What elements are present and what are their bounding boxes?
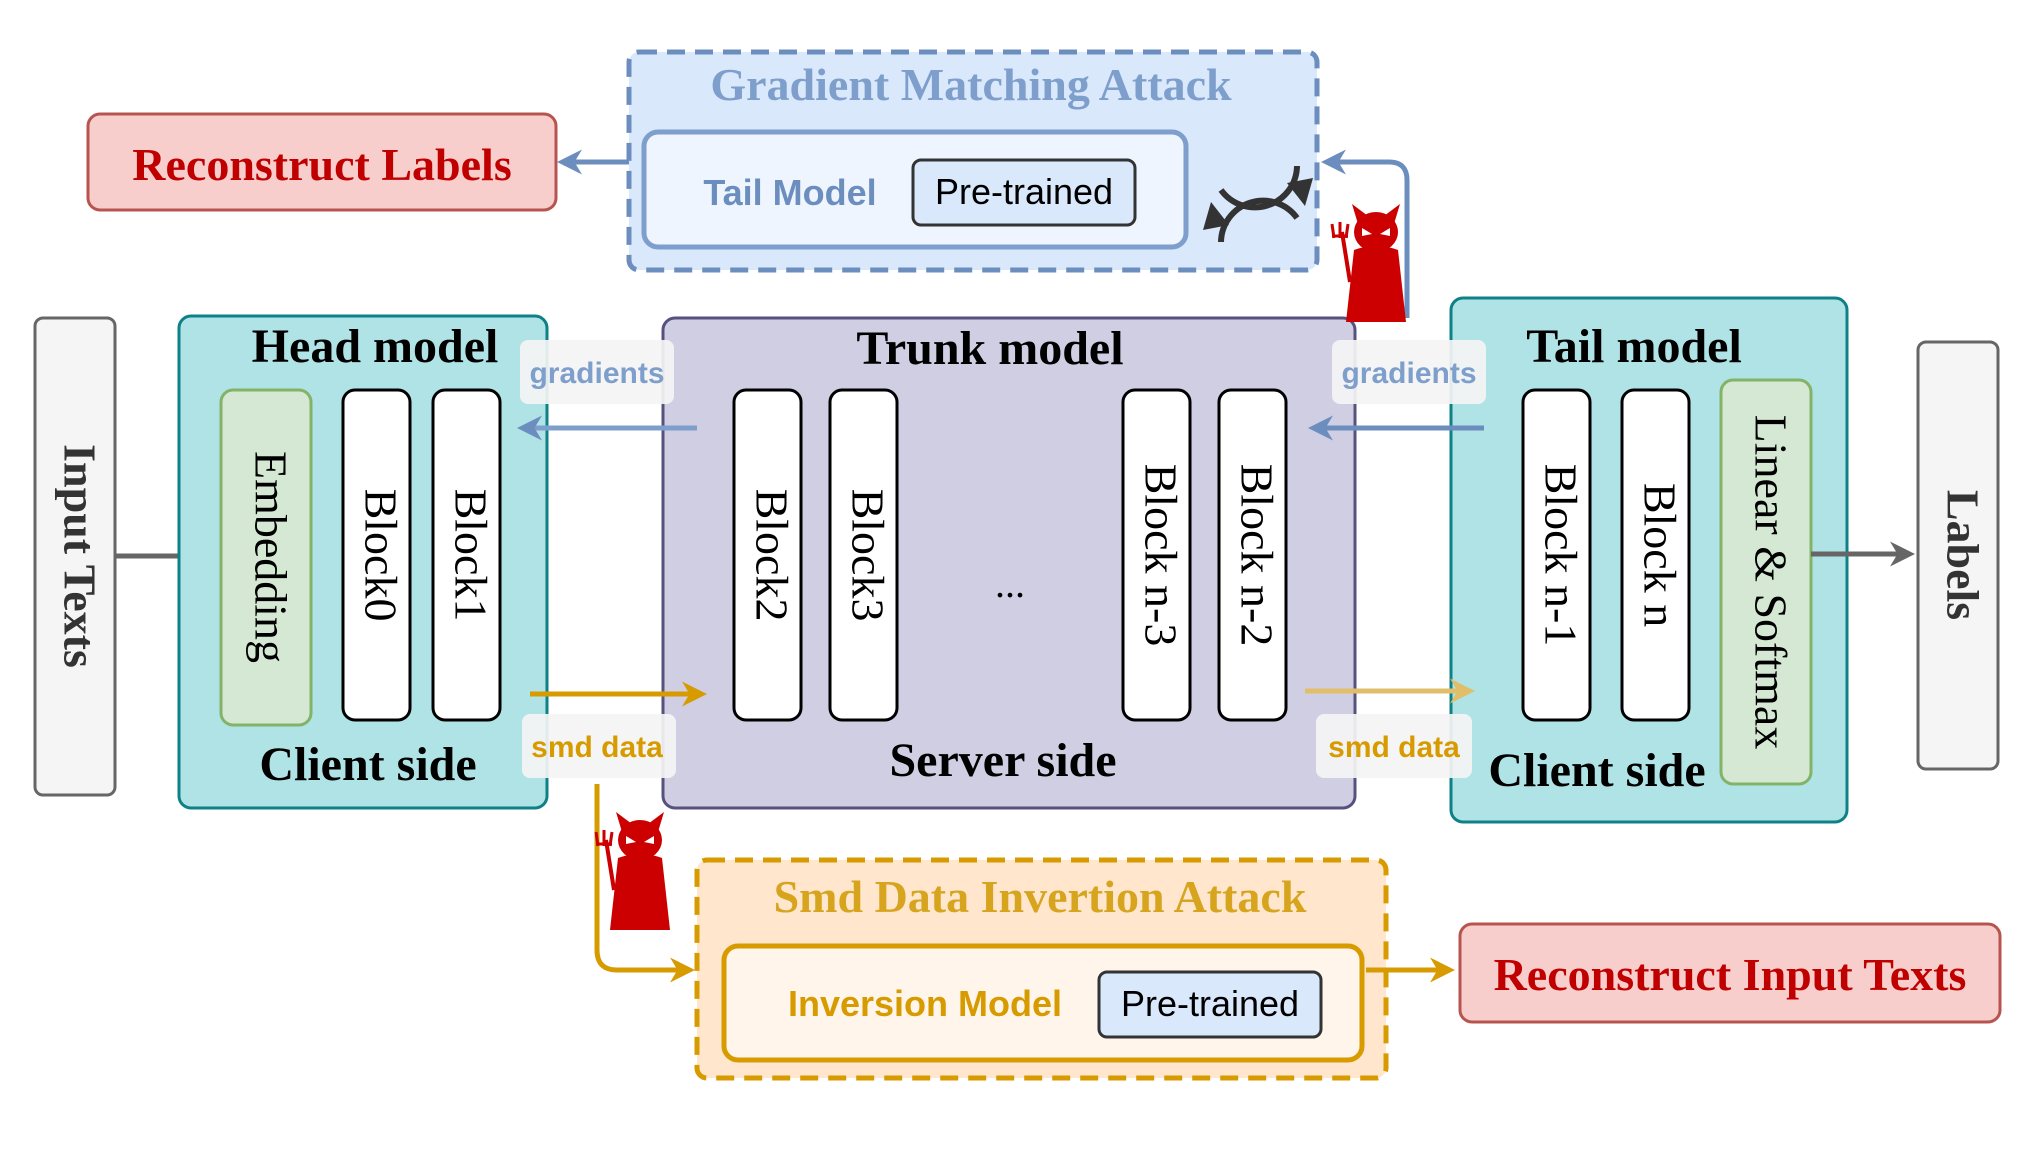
block1-label: Block1 <box>445 489 496 622</box>
tail-model-title: Tail model <box>1526 320 1742 373</box>
block-n-3-label: Block n-3 <box>1135 464 1186 647</box>
refresh-cycle-icon <box>1203 165 1313 243</box>
embedding-block <box>219 388 313 727</box>
labels-text: Labels <box>1937 490 1988 620</box>
server-side-label: Server side <box>889 734 1116 787</box>
head-model-title: Head model <box>252 320 499 373</box>
gradient-pretrained-badge <box>911 158 1137 227</box>
block0-label: Block0 <box>355 489 406 622</box>
gradients-label-right: gradients <box>1341 357 1476 390</box>
linear-softmax-label: Linear & Softmax <box>1745 415 1796 750</box>
reconstruct-labels-text: Reconstruct Labels <box>132 139 511 190</box>
reconstruct-labels-box <box>86 112 558 212</box>
smd-label-left-bg <box>522 714 676 778</box>
smd-intercept-arrow <box>594 784 695 983</box>
reconstruct-input-texts-text: Reconstruct Input Texts <box>1494 949 1967 1000</box>
attacker-devil-icon-smd <box>594 810 672 932</box>
trunk-model-title: Trunk model <box>856 322 1123 375</box>
reconstruct-input-texts-box <box>1458 922 2002 1024</box>
embedding-label: Embedding <box>245 451 296 663</box>
head-client-side-label: Client side <box>259 738 476 791</box>
smd-attack-title: Smd Data Invertion Attack <box>774 871 1307 922</box>
smd-label-right: smd data <box>1328 731 1460 764</box>
block-n-3 <box>1121 388 1192 722</box>
block-n <box>1620 388 1691 722</box>
input-texts-label: Input Texts <box>54 444 105 668</box>
smd-attack-model-label: Inversion Model <box>788 983 1062 1024</box>
block0 <box>341 388 412 722</box>
gradients-label-left-bg <box>520 340 674 404</box>
labels-box <box>1916 340 2000 771</box>
tail-client-side-label: Client side <box>1488 744 1705 797</box>
attacker-devil-icon-gradient <box>1330 202 1408 324</box>
block1 <box>431 388 502 722</box>
block3 <box>828 388 899 722</box>
gradients-label-left: gradients <box>529 357 664 390</box>
gradient-intercept-arrow <box>1321 149 1410 318</box>
block2-label: Block2 <box>746 489 797 622</box>
linear-softmax-block <box>1719 378 1813 786</box>
block-n-1 <box>1521 388 1592 722</box>
block-n-1-label: Block n-1 <box>1535 464 1586 647</box>
block-n-label: Block n <box>1634 483 1685 627</box>
block-n-2 <box>1217 388 1288 722</box>
block-n-2-label: Block n-2 <box>1231 464 1282 647</box>
smd-pretrained-label: Pre-trained <box>1121 983 1299 1024</box>
block2 <box>732 388 803 722</box>
smd-label-right-bg <box>1316 714 1472 778</box>
smd-pretrained-badge <box>1097 970 1323 1039</box>
trunk-ellipsis: ... <box>995 561 1025 606</box>
gradient-attack-title: Gradient Matching Attack <box>710 59 1232 110</box>
gradient-attack-model-label: Tail Model <box>703 172 876 213</box>
gradients-label-right-bg <box>1332 340 1486 404</box>
gradient-pretrained-label: Pre-trained <box>935 171 1113 212</box>
smd-label-left: smd data <box>531 731 663 764</box>
block3-label: Block3 <box>842 489 893 622</box>
